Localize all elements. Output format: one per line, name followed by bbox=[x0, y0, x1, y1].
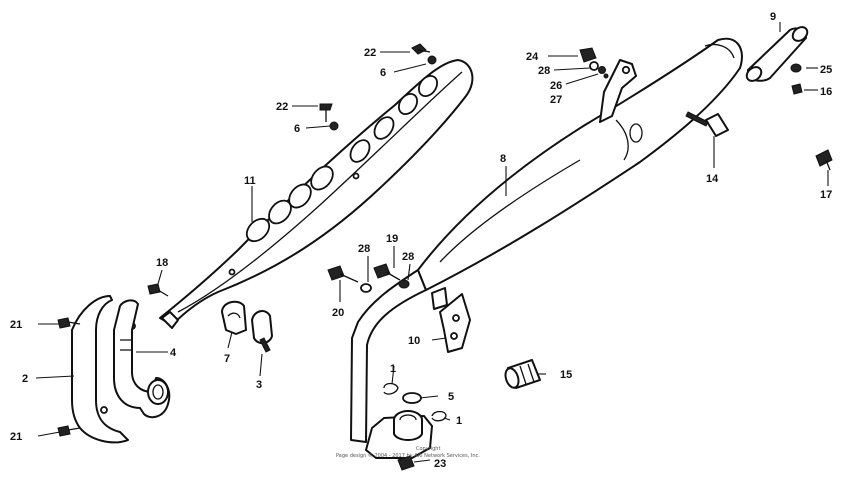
callout-24: 24 bbox=[526, 51, 539, 63]
callout-8: 8 bbox=[500, 153, 506, 165]
callout-6-upper: 6 bbox=[380, 67, 386, 79]
callout-14: 14 bbox=[706, 173, 719, 185]
callout-23: 23 bbox=[434, 458, 446, 470]
part-10-bracket[interactable] bbox=[439, 293, 471, 353]
callout-28-middle: 28 bbox=[358, 243, 370, 255]
callout-11: 11 bbox=[244, 175, 256, 187]
callout-20: 20 bbox=[332, 307, 344, 319]
callout-22-lower: 22 bbox=[276, 101, 288, 113]
part-14-stud[interactable] bbox=[685, 111, 729, 137]
callout-labels: 22 6 22 6 24 28 26 27 9 25 16 17 14 8 11… bbox=[10, 11, 832, 470]
callout-17: 17 bbox=[820, 189, 832, 201]
copyright-text: Page design © 2004 - 2017 by ARI Network… bbox=[336, 452, 480, 459]
callout-28-right: 28 bbox=[402, 251, 414, 263]
part-2-pipe-protector[interactable] bbox=[71, 295, 136, 444]
callout-6-lower: 6 bbox=[294, 123, 300, 135]
callout-16: 16 bbox=[820, 86, 832, 98]
callout-4: 4 bbox=[170, 347, 177, 359]
callout-1-lower: 1 bbox=[456, 415, 462, 427]
part-11-heat-shield[interactable] bbox=[159, 59, 474, 329]
callout-19: 19 bbox=[386, 233, 398, 245]
callout-7: 7 bbox=[224, 353, 230, 365]
hardware-bolts bbox=[57, 43, 833, 471]
part-9-tail-tube[interactable] bbox=[744, 24, 810, 83]
leader-lines bbox=[35, 22, 829, 463]
part-7-clamp[interactable] bbox=[221, 300, 247, 335]
callout-22-upper: 22 bbox=[364, 47, 376, 59]
callout-25: 25 bbox=[820, 64, 832, 76]
callout-21-lower: 21 bbox=[10, 431, 22, 443]
part-8-muffler[interactable] bbox=[350, 37, 743, 459]
callout-1-upper: 1 bbox=[390, 363, 396, 375]
part-15-sleeve[interactable] bbox=[503, 359, 541, 389]
callout-2: 2 bbox=[22, 373, 28, 385]
part-3-clamp[interactable] bbox=[251, 310, 273, 353]
callout-21-upper: 21 bbox=[10, 319, 22, 331]
callout-15: 15 bbox=[560, 369, 572, 381]
callout-27: 27 bbox=[550, 94, 562, 106]
callout-9: 9 bbox=[770, 11, 776, 23]
callout-5: 5 bbox=[448, 391, 454, 403]
callout-18: 18 bbox=[156, 257, 168, 269]
copyright-line: Copyright bbox=[416, 446, 440, 452]
callout-28-upper: 28 bbox=[538, 65, 550, 77]
part-4-exhaust-pipe[interactable] bbox=[113, 299, 171, 419]
callout-26-upper: 26 bbox=[550, 80, 562, 92]
callout-3: 3 bbox=[256, 379, 262, 391]
callout-10: 10 bbox=[408, 335, 420, 347]
